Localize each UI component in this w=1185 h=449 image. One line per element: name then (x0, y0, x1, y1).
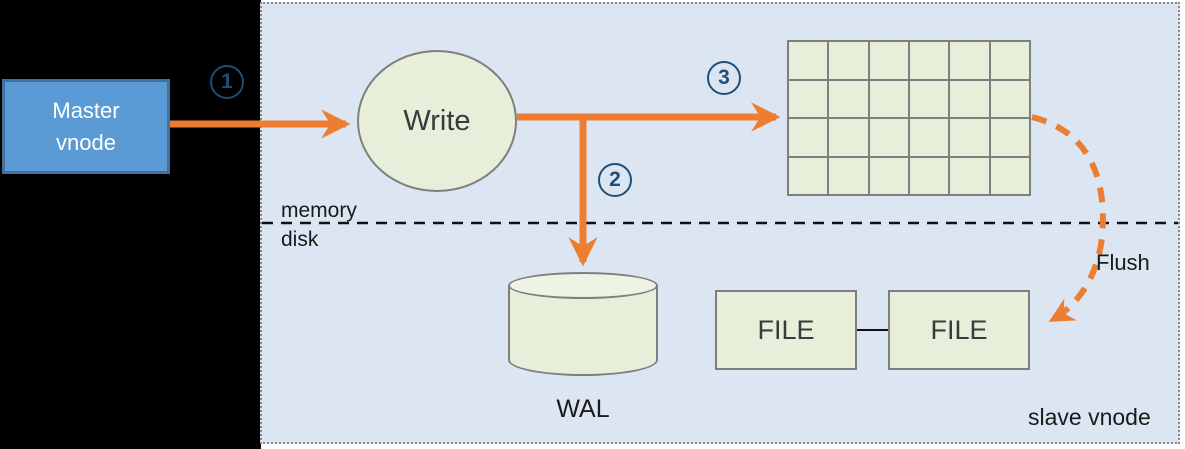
master-vnode-box: Master vnode (2, 79, 170, 174)
cache-grid-cell (990, 157, 1029, 194)
file-box-2: FILE (888, 290, 1030, 370)
cache-grid-cell (990, 42, 1029, 79)
cache-grid-cell (909, 119, 949, 156)
cache-grid-cell (909, 157, 949, 194)
cache-grid-cell (789, 80, 828, 117)
step-badge-3: 3 (707, 61, 741, 95)
slave-vnode-label: slave vnode (1028, 404, 1151, 430)
write-node: Write (357, 50, 517, 192)
cache-grid-cell (950, 119, 989, 156)
cache-grid-cell (789, 119, 828, 156)
flush-label: Flush (1096, 250, 1150, 275)
cache-grid-cell (789, 42, 828, 79)
wal-cylinder-body (508, 285, 658, 376)
cache-grid-cell (829, 80, 868, 117)
cache-grid-cell (829, 157, 868, 194)
cache-grid-cell (950, 157, 989, 194)
cache-grid-cell (950, 80, 989, 117)
disk-label: disk (281, 228, 319, 251)
step-badge-2-number: 2 (609, 168, 621, 191)
cache-grid-cell (869, 42, 908, 79)
cache-grid-cell (909, 42, 949, 79)
cache-grid-cell (869, 119, 908, 156)
cache-grid-cell (950, 42, 989, 79)
file-box-1-label: FILE (757, 314, 815, 345)
wal-cylinder-top (508, 272, 658, 299)
file-box-2-label: FILE (930, 314, 988, 345)
step-badge-3-number: 3 (718, 66, 730, 89)
master-vnode-label: Master vnode (52, 97, 120, 155)
step-badge-2: 2 (598, 163, 632, 197)
step-badge-1: 1 (210, 65, 244, 99)
cache-grid-cell (829, 119, 868, 156)
wal-label: WAL (556, 395, 610, 423)
cache-grid-cell (829, 42, 868, 79)
cache-grid-cell (789, 157, 828, 194)
step-badge-1-number: 1 (221, 70, 233, 93)
file-box-1: FILE (715, 290, 857, 370)
cache-grid-cell (990, 80, 1029, 117)
cache-grid (787, 40, 1031, 196)
cache-grid-cell (990, 119, 1029, 156)
memory-label: memory (281, 199, 357, 222)
wal-cylinder (508, 272, 658, 376)
write-node-label: Write (403, 104, 471, 137)
cache-grid-cell (869, 157, 908, 194)
cache-grid-cell (909, 80, 949, 117)
cache-grid-cell (869, 80, 908, 117)
